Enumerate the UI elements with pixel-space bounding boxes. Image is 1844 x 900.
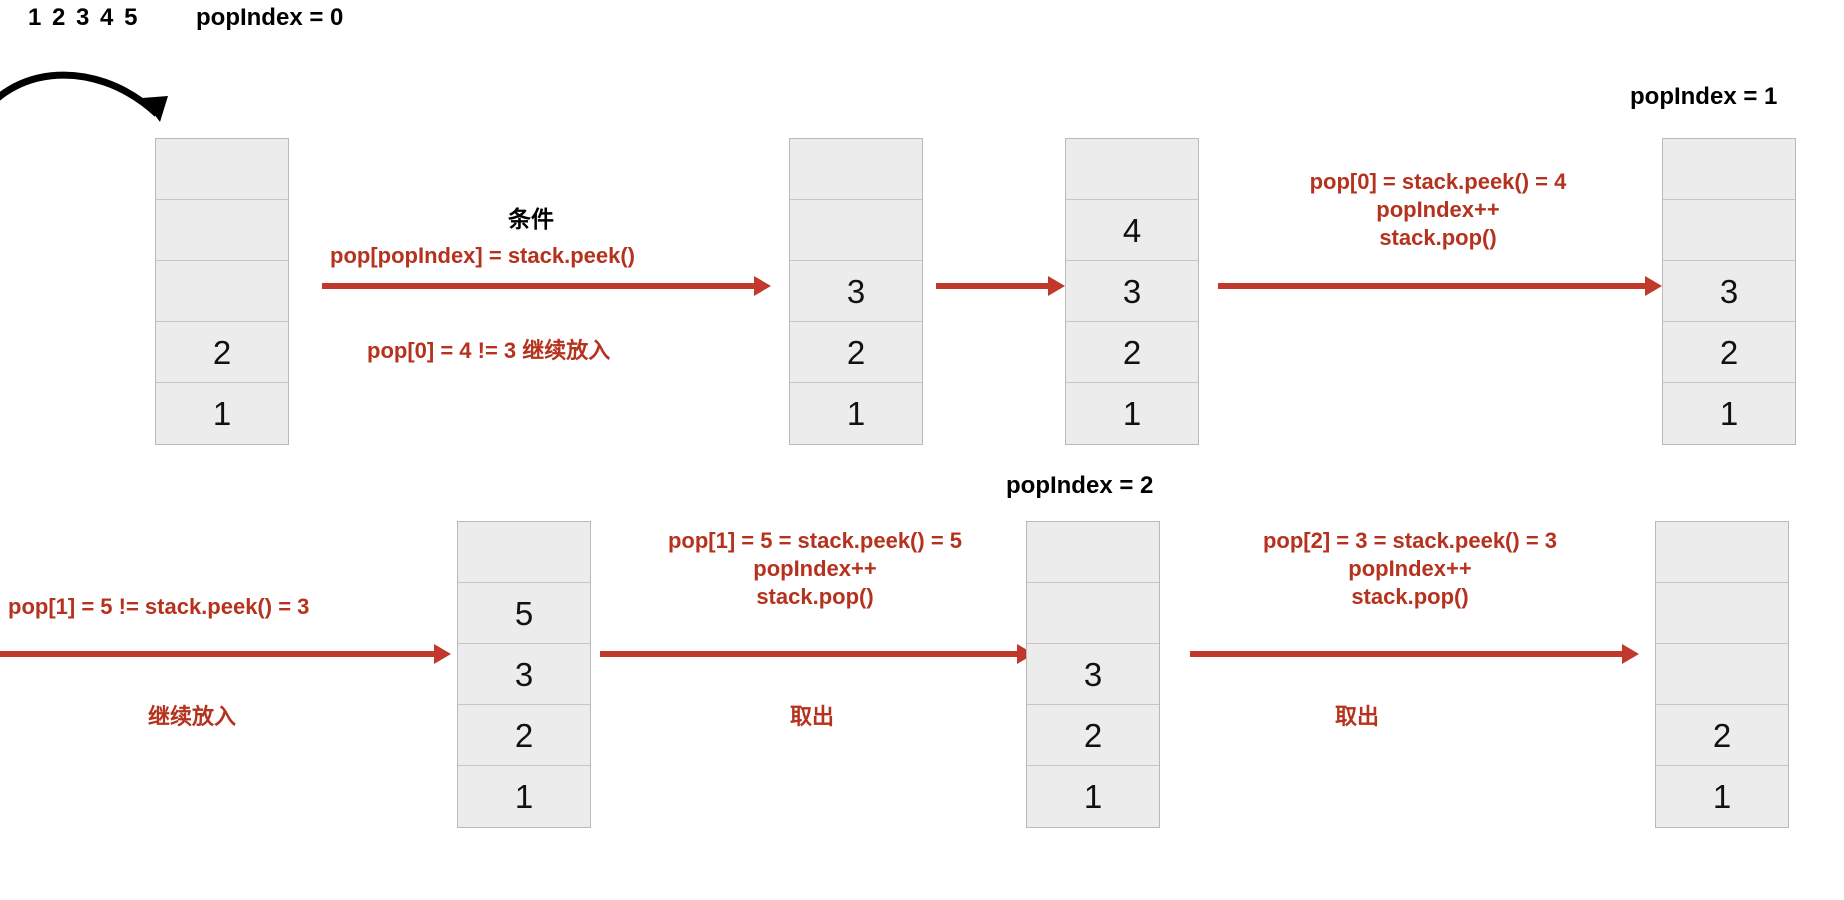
stack-4: 3 2 1 <box>1662 138 1796 445</box>
annotation-step6-line3: stack.pop() <box>1351 584 1469 610</box>
stack-cell: 3 <box>1663 261 1795 322</box>
stack-cell: 2 <box>1663 322 1795 383</box>
stack-cell <box>790 139 922 200</box>
flow-arrow-5 <box>600 644 1035 664</box>
stack-cell: 3 <box>1027 644 1159 705</box>
stack-cell: 2 <box>1066 322 1198 383</box>
stack-cell <box>1066 139 1198 200</box>
stack-cell: 2 <box>790 322 922 383</box>
annotation-step6-line2: popIndex++ <box>1348 556 1472 582</box>
pop-index-2-label: popIndex = 2 <box>1006 472 1154 499</box>
stack-cell <box>458 522 590 583</box>
annotation-step3: pop[0] = stack.peek() = 4 popIndex++ sta… <box>1218 168 1658 252</box>
stack-cell: 1 <box>1719 395 1739 432</box>
pop-index-1-label: popIndex = 1 <box>1630 83 1778 110</box>
flow-arrow-6 <box>1190 644 1640 664</box>
stack-6: 3 2 1 <box>1026 521 1160 828</box>
stack-cell <box>1027 522 1159 583</box>
stack-cell <box>156 261 288 322</box>
stack-cell <box>1656 644 1788 705</box>
stack-cell <box>790 200 922 261</box>
stack-cell <box>1027 583 1159 644</box>
flow-arrow-2 <box>936 276 1066 296</box>
stack-cell <box>1656 583 1788 644</box>
stack-cell <box>1663 200 1795 261</box>
stack-cell: 2 <box>1027 705 1159 766</box>
annotation-step5-line3: stack.pop() <box>756 584 874 610</box>
stack-cell: 1 <box>212 395 232 432</box>
annotation-step3-line2: popIndex++ <box>1376 197 1500 223</box>
stack-cell: 1 <box>1083 778 1103 815</box>
stack-cell: 2 <box>1656 705 1788 766</box>
stack-cell <box>156 200 288 261</box>
stack-2: 3 2 1 <box>789 138 923 445</box>
pop-index-0-label: popIndex = 0 <box>196 4 344 31</box>
annotation-step1-below: pop[0] = 4 != 3 继续放入 <box>367 338 611 363</box>
stack-cell: 1 <box>1122 395 1142 432</box>
stack-5: 5 3 2 1 <box>457 521 591 828</box>
curved-arrow-icon <box>0 36 192 126</box>
condition-label: 条件 <box>508 206 554 232</box>
flow-arrow-1 <box>322 276 772 296</box>
stack-cell: 1 <box>846 395 866 432</box>
annotation-step5-below: 取出 <box>790 704 835 729</box>
stack-1: 2 1 <box>155 138 289 445</box>
annotation-step6-line1: pop[2] = 3 = stack.peek() = 3 <box>1262 528 1558 553</box>
flow-arrow-4 <box>0 644 452 664</box>
annotation-step5-line2: popIndex++ <box>753 556 877 582</box>
annotation-step6: pop[2] = 3 = stack.peek() = 3 popIndex++… <box>1190 527 1630 611</box>
annotation-step3-line1: pop[0] = stack.peek() = 4 <box>1309 169 1567 194</box>
annotation-step1-above: pop[popIndex] = stack.peek() <box>330 243 635 268</box>
stack-cell: 2 <box>458 705 590 766</box>
flow-arrow-3 <box>1218 276 1663 296</box>
annotation-step4-above: pop[1] = 5 != stack.peek() = 3 <box>8 594 310 619</box>
stack-cell: 4 <box>1066 200 1198 261</box>
stack-cell <box>156 139 288 200</box>
annotation-step5: pop[1] = 5 = stack.peek() = 5 popIndex++… <box>600 527 1030 611</box>
stack-cell <box>1656 522 1788 583</box>
stack-3: 4 3 2 1 <box>1065 138 1199 445</box>
stack-cell: 3 <box>1066 261 1198 322</box>
annotation-step3-line3: stack.pop() <box>1379 225 1497 251</box>
input-sequence-label: 1 2 3 4 5 <box>28 4 140 31</box>
stack-7: 2 1 <box>1655 521 1789 828</box>
stack-cell: 1 <box>1712 778 1732 815</box>
annotation-step5-line1: pop[1] = 5 = stack.peek() = 5 <box>667 528 963 553</box>
stack-cell: 2 <box>156 322 288 383</box>
stack-cell: 3 <box>790 261 922 322</box>
annotation-step4-below: 继续放入 <box>148 704 237 729</box>
stack-cell: 1 <box>514 778 534 815</box>
stack-cell <box>1663 139 1795 200</box>
stack-cell: 3 <box>458 644 590 705</box>
annotation-step6-below: 取出 <box>1335 704 1380 729</box>
stack-cell: 5 <box>458 583 590 644</box>
